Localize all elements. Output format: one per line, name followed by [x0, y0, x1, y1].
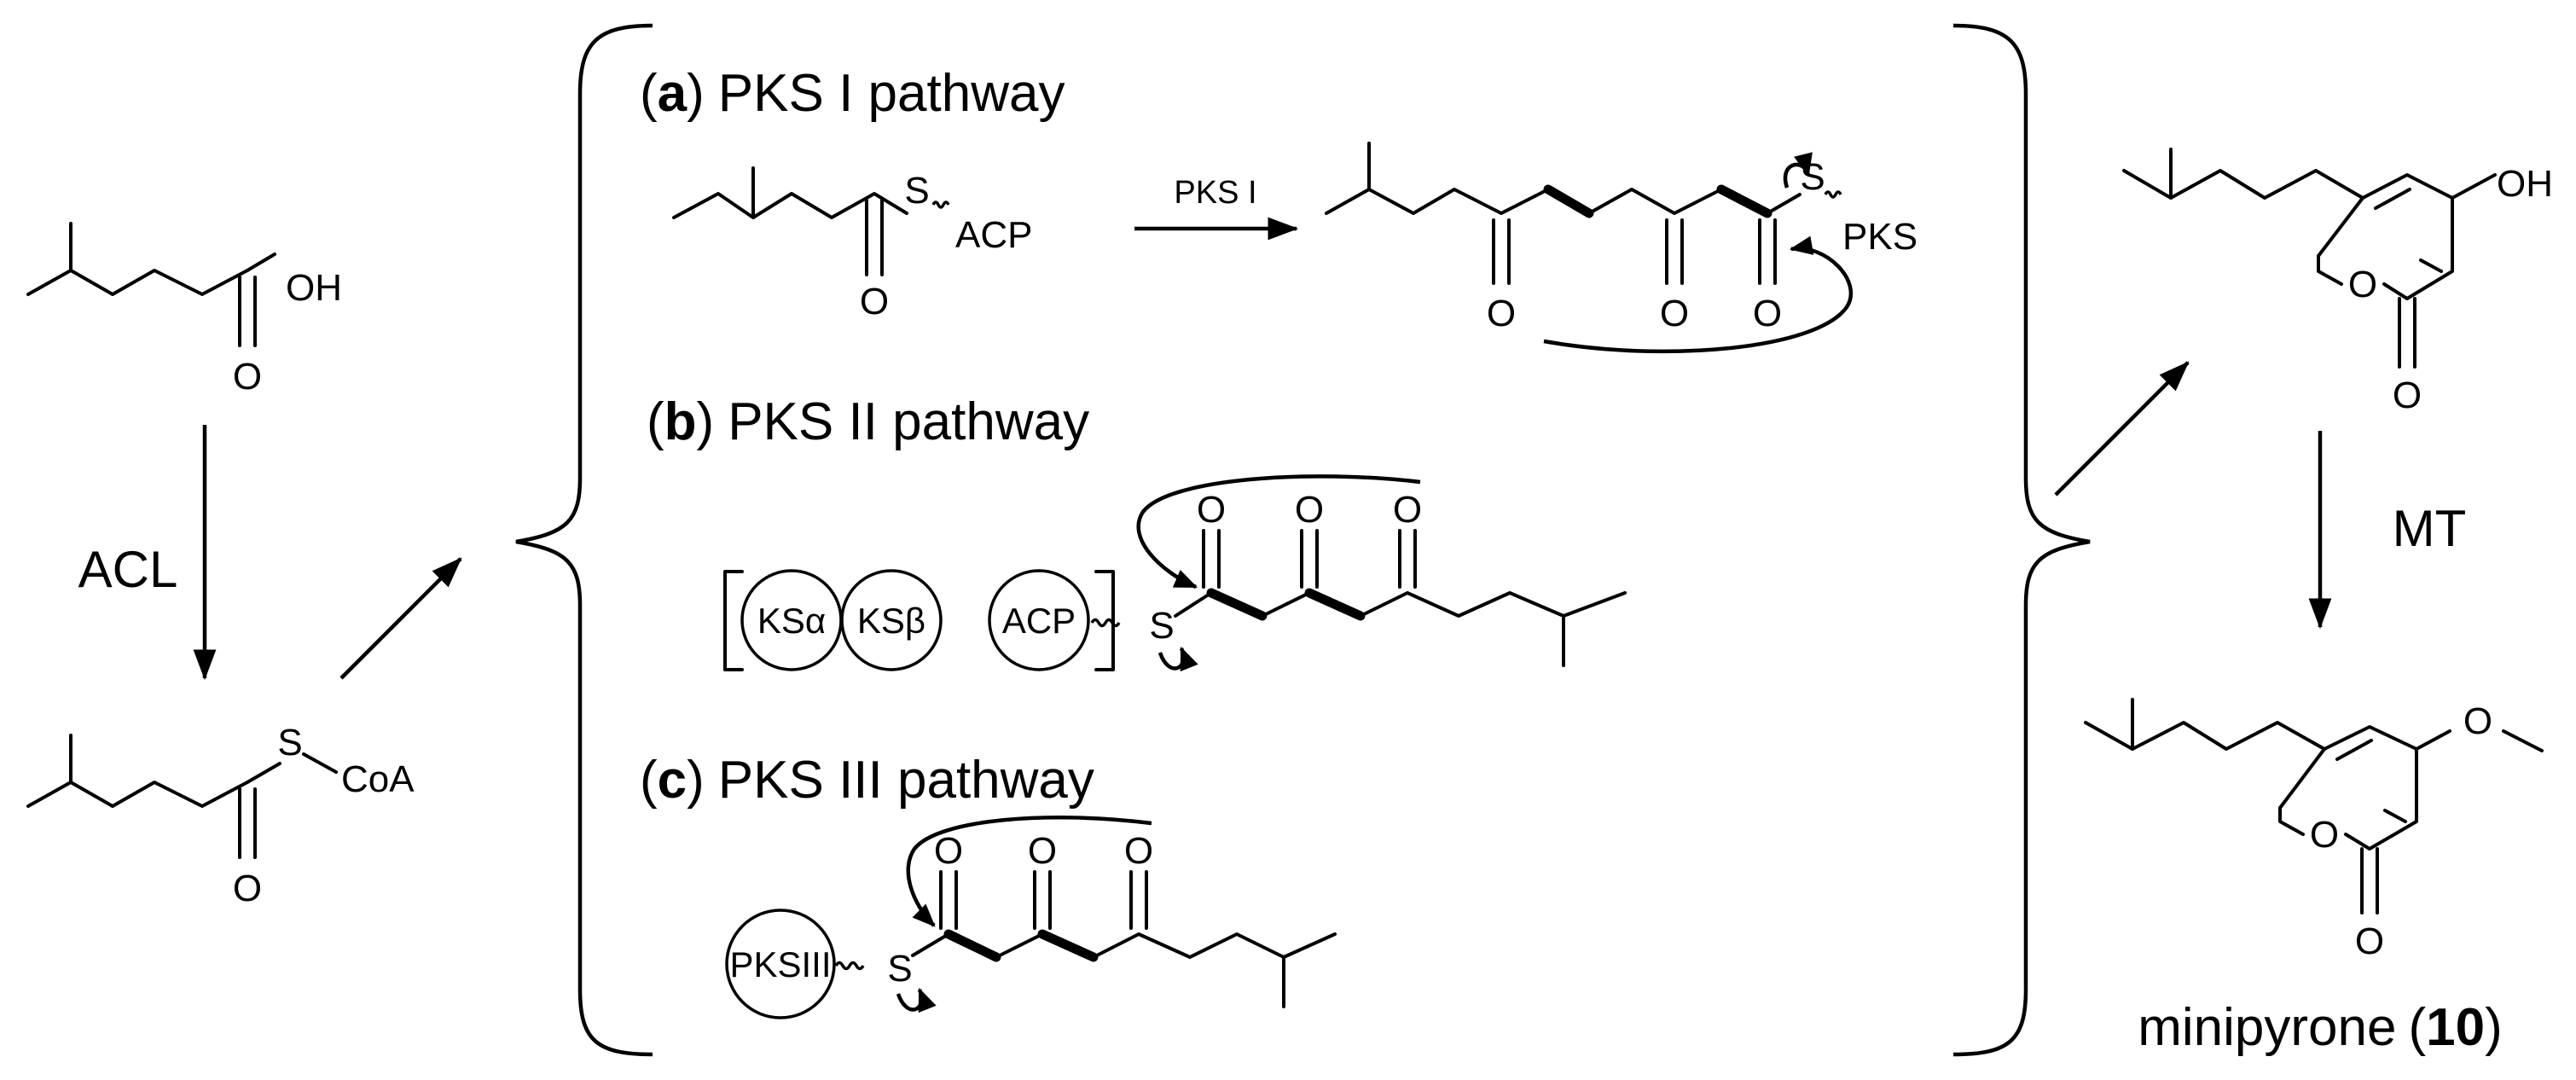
carbonyl-o-label: O	[233, 868, 262, 909]
acp-circle	[988, 569, 1090, 671]
curved-arrow	[896, 987, 937, 1013]
carbonyl-o-label: O	[1393, 489, 1422, 531]
acp-label: ACP	[955, 214, 1032, 256]
pks3-label: PKSIII	[729, 944, 831, 984]
sulfur-label: S	[904, 170, 929, 212]
carbonyl-o-label: O	[1295, 489, 1324, 531]
ring-oxygen-label: O	[2348, 264, 2377, 305]
hydroxyl-label: OH	[286, 267, 342, 309]
carbonyl-o-label: O	[860, 281, 889, 322]
wavy-bond	[834, 961, 865, 971]
carbonyl-o-label: O	[1197, 489, 1226, 531]
right-bracket	[1094, 570, 1115, 671]
ring-oxygen-label: O	[2310, 814, 2339, 856]
mt-label: MT	[2393, 500, 2467, 557]
carbonyl-o-label: O	[1753, 293, 1782, 334]
carbonyl-o-label: O	[934, 830, 963, 872]
acl-label: ACL	[78, 541, 178, 598]
pks-label: PKS	[1842, 216, 1917, 258]
pks1-triketide: O O O S PKS	[1325, 142, 1917, 354]
sulfur-label: S	[1149, 605, 1174, 647]
sulfur-label: S	[887, 948, 912, 990]
panel-a-title: (a)PKS I pathway	[640, 64, 1065, 123]
hydroxy-pyrone-molecule: O O OH	[2122, 148, 2553, 416]
hydroxyl-label: OH	[2497, 163, 2553, 205]
acyl-acp-molecule: S ACP O	[672, 166, 1032, 322]
svg-text:(c)PKS III pathway: (c)PKS III pathway	[640, 751, 1094, 810]
left-bracket	[723, 570, 744, 671]
cyclization-arrow	[906, 816, 1152, 927]
product-name: minipyrone(10)	[2138, 998, 2503, 1057]
sulfur-label: S	[1800, 156, 1825, 198]
acp-domain-label: ACP	[1002, 601, 1076, 641]
acyl-coa-molecule: S CoA O	[26, 722, 415, 909]
ks-beta-label: KSβ	[857, 601, 925, 641]
cyclization-arrow	[1543, 235, 1854, 354]
carbonyl-o-label: O	[1487, 293, 1516, 334]
ks-alpha-label: KSα	[757, 601, 826, 641]
left-brace	[515, 23, 653, 1057]
methoxy-oxygen-label: O	[2463, 700, 2492, 742]
carbonyl-o-label: O	[1660, 293, 1689, 334]
pks3-circle	[725, 909, 836, 1019]
to-pyrone-arrow	[2054, 361, 2190, 496]
pks3-complex: PKSIII S O O O	[725, 816, 1337, 1019]
svg-text:(b)PKS II pathway: (b)PKS II pathway	[647, 392, 1089, 451]
curved-arrow	[1157, 646, 1198, 672]
carbonyl-o-label: O	[233, 356, 262, 398]
curved-arrow	[1783, 152, 1813, 189]
wavy-bond	[1824, 190, 1842, 199]
panel-b-title: (b)PKS II pathway	[647, 392, 1089, 451]
acid-molecule: OH O	[26, 222, 342, 398]
coa-label: CoA	[341, 758, 415, 800]
wavy-bond	[1090, 618, 1121, 628]
wavy-bond	[931, 200, 950, 209]
ks-beta-circle	[840, 569, 943, 671]
carbonyl-o-label: O	[2355, 920, 2384, 962]
cyclization-arrow	[1136, 474, 1421, 589]
svg-text:(a)PKS I pathway: (a)PKS I pathway	[640, 64, 1065, 123]
right-brace	[1952, 23, 2091, 1057]
to-pathways-arrow	[339, 557, 462, 680]
sulfur-label: S	[277, 722, 302, 764]
minipyrone-molecule: O O O	[2084, 698, 2544, 962]
pks2-complex: KSα KSβ ACP S O O O	[723, 474, 1627, 672]
panel-c-title: (c)PKS III pathway	[640, 751, 1094, 810]
carbonyl-o-label: O	[1124, 830, 1153, 872]
carbonyl-o-label: O	[2393, 375, 2422, 416]
carbonyl-o-label: O	[1028, 830, 1057, 872]
pks1-label: PKS I	[1174, 175, 1256, 211]
